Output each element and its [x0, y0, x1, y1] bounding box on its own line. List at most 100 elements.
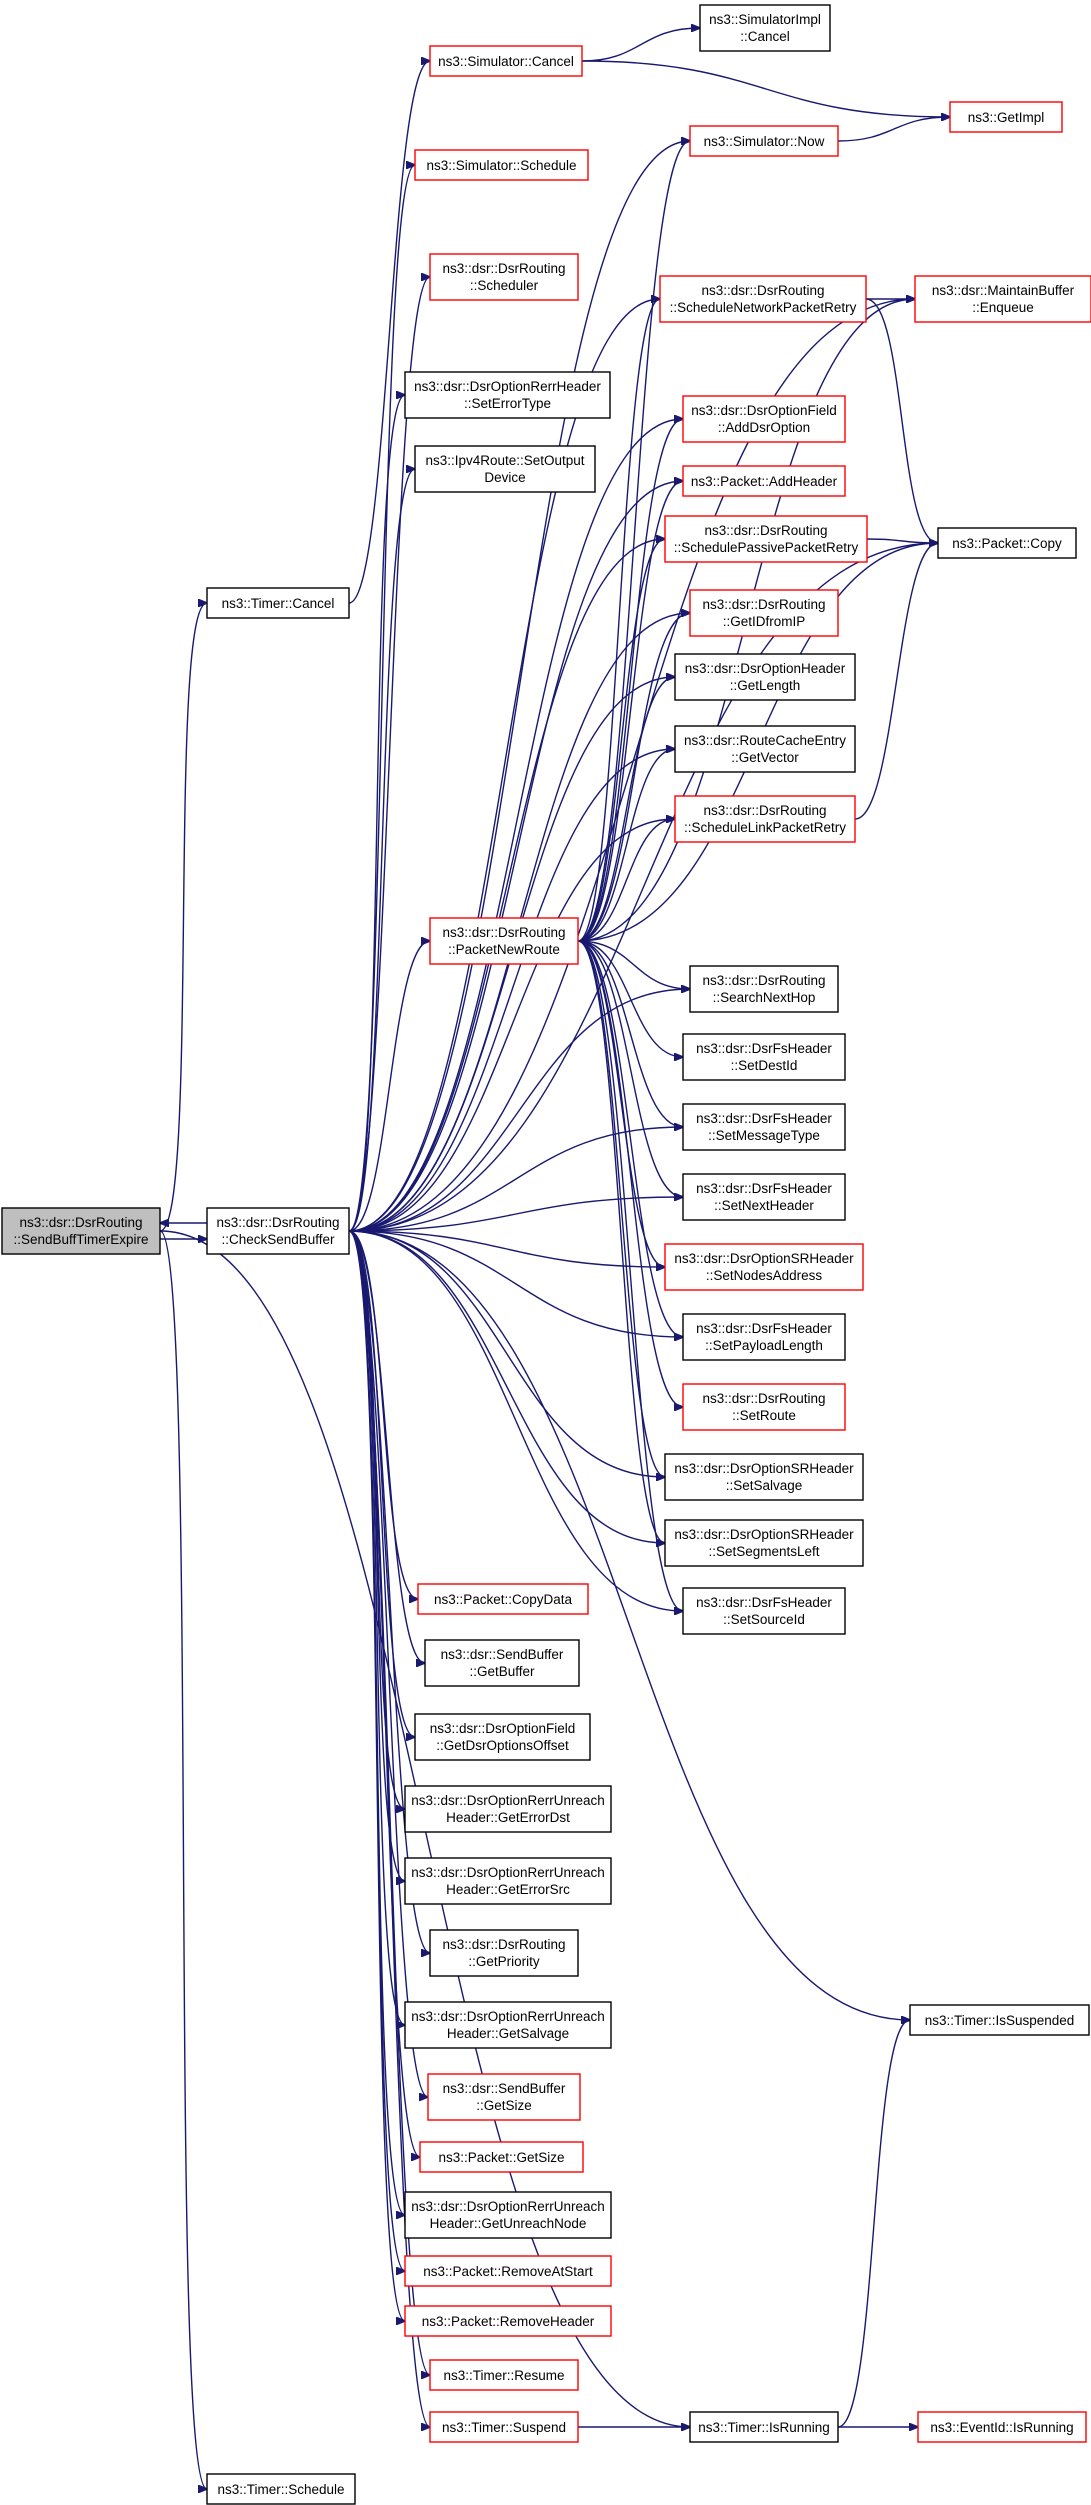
edge-root-to-tsched — [159, 1230, 207, 2489]
node-setsourceid[interactable]: ns3::dsr::DsrFsHeader::SetSourceId — [682, 1587, 846, 1635]
node-tisrunning[interactable]: ns3::Timer::IsRunning — [689, 2411, 839, 2443]
node-getpriority[interactable]: ns3::dsr::DsrRouting::GetPriority — [429, 1929, 579, 1977]
node-label-enqueue-0: ns3::dsr::MaintainBuffer — [932, 283, 1075, 298]
node-tsuspend[interactable]: ns3::Timer::Suspend — [429, 2411, 579, 2443]
node-label-geterrdst-1: Header::GetErrorDst — [446, 1810, 570, 1825]
node-label-setnodesaddr-1: ::SetNodesAddress — [706, 1268, 823, 1283]
node-box-geterrsrc — [404, 1857, 612, 1905]
edge-csb-to-copydata — [348, 1230, 418, 1599]
node-csb[interactable]: ns3::dsr::DsrRouting::CheckSendBuffer — [206, 1207, 350, 1255]
node-label-getsalvage-0: ns3::dsr::DsrOptionRerrUnreach — [411, 2009, 605, 2024]
node-searchnexthop[interactable]: ns3::dsr::DsrRouting::SearchNextHop — [689, 965, 839, 1013]
node-setnodesaddr[interactable]: ns3::dsr::DsrOptionSRHeader::SetNodesAdd… — [664, 1243, 864, 1291]
node-getlength[interactable]: ns3::dsr::DsrOptionHeader::GetLength — [674, 653, 856, 701]
node-label-tsched-0: ns3::Timer::Schedule — [217, 2482, 344, 2497]
node-label-scheduler-0: ns3::dsr::DsrRouting — [442, 261, 565, 276]
node-label-tissusp-0: ns3::Timer::IsSuspended — [925, 2013, 1075, 2028]
node-box-tisrunning — [689, 2411, 839, 2443]
node-label-getidfromip-0: ns3::dsr::DsrRouting — [702, 597, 825, 612]
node-snpr[interactable]: ns3::dsr::DsrRouting::ScheduleNetworkPac… — [659, 275, 867, 323]
node-removeheader[interactable]: ns3::Packet::RemoveHeader — [404, 2305, 612, 2337]
node-simnow[interactable]: ns3::Simulator::Now — [689, 125, 839, 157]
node-slpr[interactable]: ns3::dsr::DsrRouting::ScheduleLinkPacket… — [674, 795, 856, 843]
node-setdestid[interactable]: ns3::dsr::DsrFsHeader::SetDestId — [682, 1033, 846, 1081]
node-label-scheduler-1: ::Scheduler — [470, 278, 539, 293]
node-scheduler[interactable]: ns3::dsr::DsrRouting::Scheduler — [429, 253, 579, 301]
node-setpayloadlen[interactable]: ns3::dsr::DsrFsHeader::SetPayloadLength — [682, 1313, 846, 1361]
node-tcancel[interactable]: ns3::Timer::Cancel — [206, 587, 350, 619]
node-box-tsched — [206, 2473, 356, 2505]
edge-snpr-to-pcopy — [865, 298, 938, 543]
edge-pnr-to-setnodesaddr — [577, 940, 665, 1267]
node-box-setoutdev — [414, 445, 596, 493]
node-geterrdst[interactable]: ns3::dsr::DsrOptionRerrUnreachHeader::Ge… — [404, 1785, 612, 1833]
node-sbgetsize[interactable]: ns3::dsr::SendBuffer::GetSize — [427, 2073, 581, 2121]
node-sppr[interactable]: ns3::dsr::DsrRouting::SchedulePassivePac… — [664, 515, 868, 563]
node-label-adddsropt-0: ns3::dsr::DsrOptionField — [691, 403, 837, 418]
node-label-setsegleft-1: ::SetSegmentsLeft — [708, 1544, 819, 1559]
edge-csb-to-seterrtype — [348, 395, 405, 1232]
node-label-getsalvage-1: Header::GetSalvage — [447, 2026, 569, 2041]
node-getvector[interactable]: ns3::dsr::RouteCacheEntry::GetVector — [674, 725, 856, 773]
node-label-slpr-1: ::ScheduleLinkPacketRetry — [684, 820, 846, 835]
node-enqueue[interactable]: ns3::dsr::MaintainBuffer::Enqueue — [914, 275, 1091, 323]
node-box-tcancel — [206, 587, 350, 619]
node-simcancel[interactable]: ns3::Simulator::Cancel — [429, 45, 583, 77]
node-eventisrunning[interactable]: ns3::EventId::IsRunning — [917, 2411, 1087, 2443]
node-getidfromip[interactable]: ns3::dsr::DsrRouting::GetIDfromIP — [689, 589, 839, 637]
node-geterrsrc[interactable]: ns3::dsr::DsrOptionRerrUnreachHeader::Ge… — [404, 1857, 612, 1905]
node-label-getidfromip-1: ::GetIDfromIP — [723, 614, 806, 629]
edge-pnr-to-snpr — [577, 299, 660, 942]
node-setroute[interactable]: ns3::dsr::DsrRouting::SetRoute — [682, 1383, 846, 1431]
node-box-simsched — [414, 149, 589, 181]
node-addheader[interactable]: ns3::Packet::AddHeader — [682, 465, 846, 497]
node-box-setsalvage — [664, 1453, 864, 1501]
edge-pnr-to-setsalvage — [577, 940, 665, 1477]
node-box-setroute — [682, 1383, 846, 1431]
node-tresume[interactable]: ns3::Timer::Resume — [429, 2359, 579, 2391]
node-seterrtype[interactable]: ns3::dsr::DsrOptionRerrHeader::SetErrorT… — [404, 371, 611, 419]
edge-csb-to-setoutdev — [348, 469, 415, 1232]
node-box-getvector — [674, 725, 856, 773]
node-label-root-1: ::SendBuffTimerExpire — [13, 1232, 148, 1247]
node-setsalvage[interactable]: ns3::dsr::DsrOptionSRHeader::SetSalvage — [664, 1453, 864, 1501]
node-box-scheduler — [429, 253, 579, 301]
edge-csb-to-sbgetsize — [348, 1230, 428, 2097]
node-sbgetbuffer[interactable]: ns3::dsr::SendBuffer::GetBuffer — [424, 1639, 580, 1687]
node-getsalvage[interactable]: ns3::dsr::DsrOptionRerrUnreachHeader::Ge… — [404, 2001, 612, 2049]
node-box-root — [1, 1207, 161, 1255]
node-label-setsalvage-1: ::SetSalvage — [726, 1478, 803, 1493]
node-label-setsegleft-0: ns3::dsr::DsrOptionSRHeader — [674, 1527, 854, 1542]
node-setsegleft[interactable]: ns3::dsr::DsrOptionSRHeader::SetSegments… — [664, 1519, 864, 1567]
edge-pnr-to-sppr — [577, 539, 665, 942]
node-pnr[interactable]: ns3::dsr::DsrRouting::PacketNewRoute — [429, 917, 579, 965]
node-copydata[interactable]: ns3::Packet::CopyData — [417, 1583, 589, 1615]
node-simsched[interactable]: ns3::Simulator::Schedule — [414, 149, 589, 181]
node-getdsroptoff[interactable]: ns3::dsr::DsrOptionField::GetDsrOptionsO… — [414, 1713, 591, 1761]
node-setmsgtype[interactable]: ns3::dsr::DsrFsHeader::SetMessageType — [682, 1103, 846, 1151]
node-getimpl[interactable]: ns3::GetImpl — [949, 101, 1063, 133]
node-tissusp[interactable]: ns3::Timer::IsSuspended — [909, 2004, 1090, 2036]
node-root[interactable]: ns3::dsr::DsrRouting::SendBuffTimerExpir… — [1, 1207, 161, 1255]
node-setnexthdr[interactable]: ns3::dsr::DsrFsHeader::SetNextHeader — [682, 1173, 846, 1221]
edge-csb-to-enqueue — [348, 299, 915, 1232]
node-pcopy[interactable]: ns3::Packet::Copy — [937, 527, 1077, 559]
node-box-getidfromip — [689, 589, 839, 637]
node-label-pnr-0: ns3::dsr::DsrRouting — [442, 925, 565, 940]
node-box-sbgetsize — [427, 2073, 581, 2121]
node-label-sbgetsize-1: ::GetSize — [476, 2098, 532, 2113]
node-pgetsize[interactable]: ns3::Packet::GetSize — [419, 2141, 584, 2173]
node-removeatstart[interactable]: ns3::Packet::RemoveAtStart — [404, 2255, 612, 2287]
node-box-setsourceid — [682, 1587, 846, 1635]
node-getunreach[interactable]: ns3::dsr::DsrOptionRerrUnreachHeader::Ge… — [404, 2191, 612, 2239]
edge-tcancel-to-simcancel — [348, 61, 430, 604]
node-tsched[interactable]: ns3::Timer::Schedule — [206, 2473, 356, 2505]
node-label-simcancel-0: ns3::Simulator::Cancel — [438, 54, 574, 69]
node-simimplcancel[interactable]: ns3::SimulatorImpl::Cancel — [699, 4, 831, 52]
node-label-simimplcancel-1: ::Cancel — [740, 29, 790, 44]
edge-pnr-to-getvector — [577, 749, 675, 942]
edge-csb-to-removeheader — [348, 1230, 405, 2321]
node-label-setoutdev-1: Device — [484, 470, 525, 485]
node-adddsropt[interactable]: ns3::dsr::DsrOptionField::AddDsrOption — [682, 395, 846, 443]
